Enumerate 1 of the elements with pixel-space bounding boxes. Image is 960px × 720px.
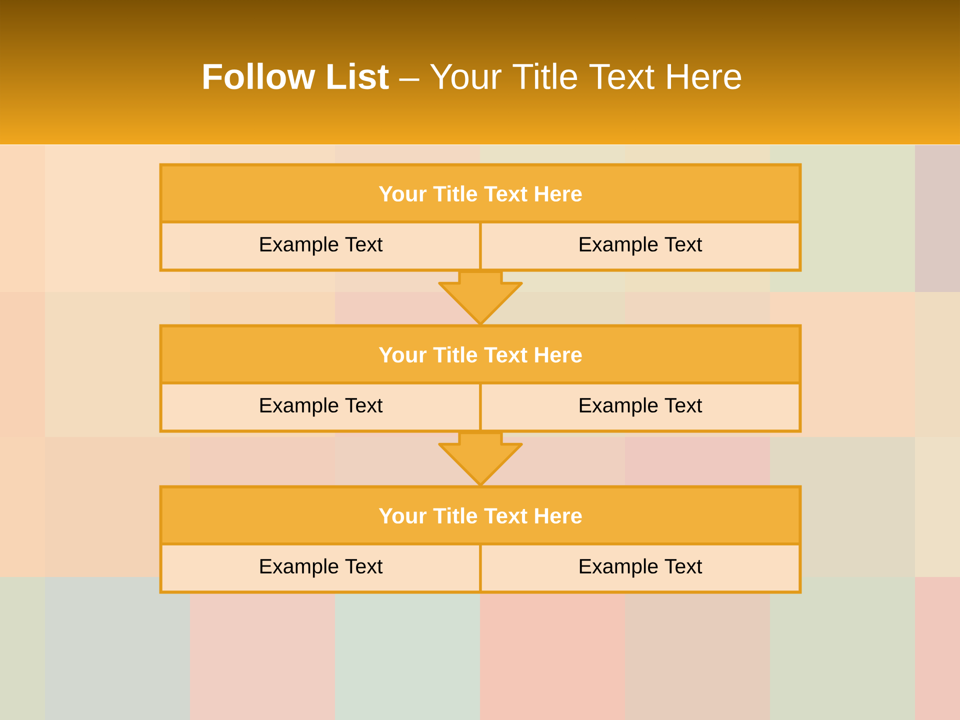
slide-title: Follow List – Your Title Text Here: [204, 62, 742, 90]
